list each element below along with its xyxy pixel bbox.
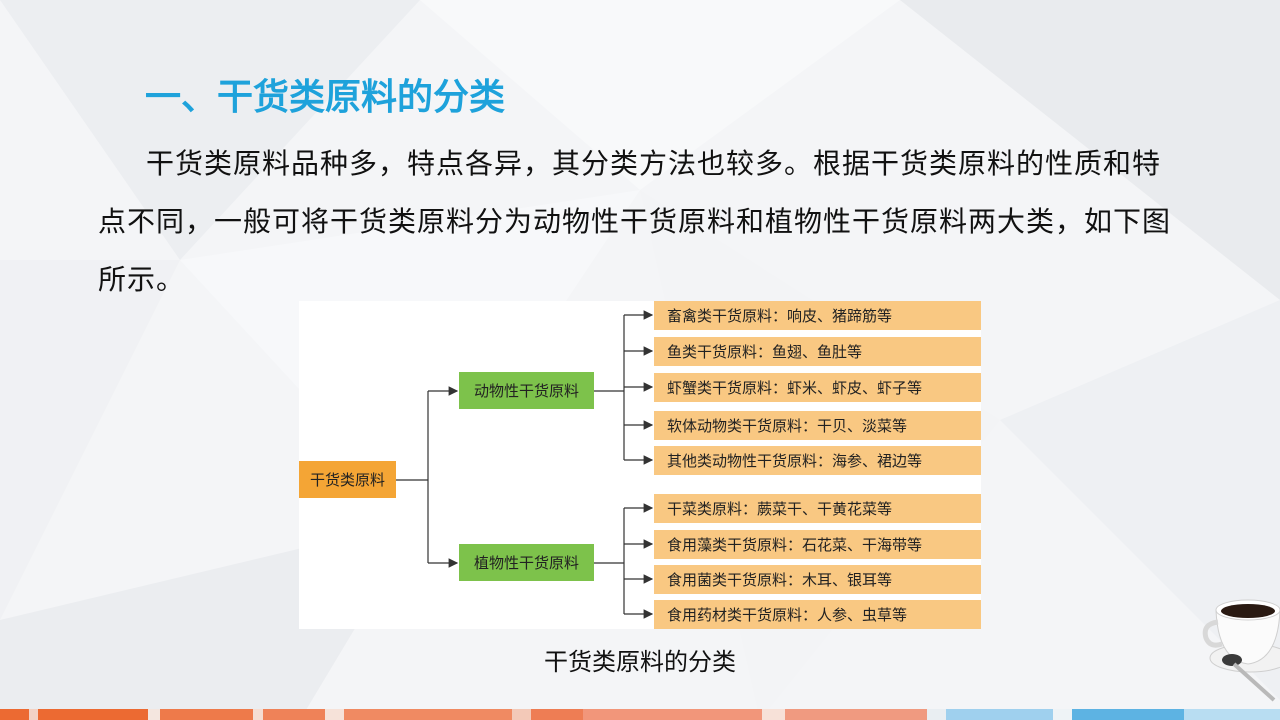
page-title: 一、干货类原料的分类 xyxy=(145,77,506,118)
animal-leaf-node: 畜禽类干货原料：响皮、猪蹄筋等 xyxy=(654,301,981,330)
diagram-caption: 干货类原料的分类 xyxy=(544,648,736,676)
animal-leaf-node: 鱼类干货原料：鱼翅、鱼肚等 xyxy=(654,337,981,366)
plant-leaf-node: 干菜类原料：蕨菜干、干黄花菜等 xyxy=(654,494,981,523)
connector-lines xyxy=(396,310,654,619)
animal-leaf-node: 其他类动物性干货原料：海参、裙边等 xyxy=(654,446,981,475)
classification-diagram: 干货类原料 动物性干货原料 植物性干货原料 畜禽类干货原料：响皮、猪蹄筋等 鱼类… xyxy=(299,301,981,629)
plant-leaf-node: 食用菌类干货原料：木耳、银耳等 xyxy=(654,565,981,594)
animal-leaf-node: 软体动物类干货原料：干贝、淡菜等 xyxy=(654,411,981,440)
plant-leaf-node: 食用藻类干货原料：石花菜、干海带等 xyxy=(654,530,981,559)
intro-paragraph-text: 干货类原料品种多，特点各异，其分类方法也较多。根据干货类原料的性质和特点不同，一… xyxy=(98,147,1172,296)
bottom-color-bar xyxy=(0,709,1280,720)
plant-category-node: 植物性干货原料 xyxy=(459,544,594,581)
animal-category-node: 动物性干货原料 xyxy=(459,372,594,409)
coffee-cup-icon xyxy=(1202,599,1280,702)
animal-leaf-node: 虾蟹类干货原料：虾米、虾皮、虾子等 xyxy=(654,373,981,402)
root-node: 干货类原料 xyxy=(299,461,396,498)
intro-paragraph: 干货类原料品种多，特点各异，其分类方法也较多。根据干货类原料的性质和特点不同，一… xyxy=(98,135,1183,309)
plant-leaf-node: 食用药材类干货原料：人参、虫草等 xyxy=(654,600,981,629)
